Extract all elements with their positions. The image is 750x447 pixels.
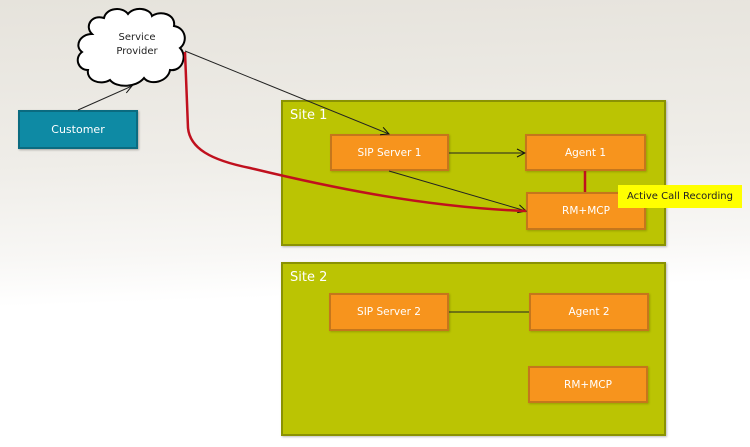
service-provider-label-line1: Service [118,32,156,43]
site-1-label: Site 1 [290,108,328,123]
site-2-label: Site 2 [290,270,328,285]
sip-server-2-node[interactable]: SIP Server 2 [329,293,449,331]
recording-path-line [183,51,527,213]
provider-to-sip1-arrow [184,50,389,134]
active-call-recording-callout: Active Call Recording [618,185,742,208]
agent-1-node[interactable]: Agent 1 [525,134,646,171]
service-provider-label-line2: Provider [116,46,158,57]
site-1-container: Site 1 [281,100,666,246]
sip-server-1-node[interactable]: SIP Server 1 [330,134,449,171]
customer-to-provider-arrow [77,86,132,111]
service-provider-label: Service Provider [92,31,182,59]
customer-node[interactable]: Customer [18,110,138,149]
agent-2-node[interactable]: Agent 2 [529,293,649,331]
rm-mcp-2-node[interactable]: RM+MCP [528,366,648,403]
sip1-to-rmmcp1-arrow [388,170,526,211]
service-provider-cloud-icon[interactable] [76,8,186,87]
site-2-container: Site 2 [281,262,666,436]
